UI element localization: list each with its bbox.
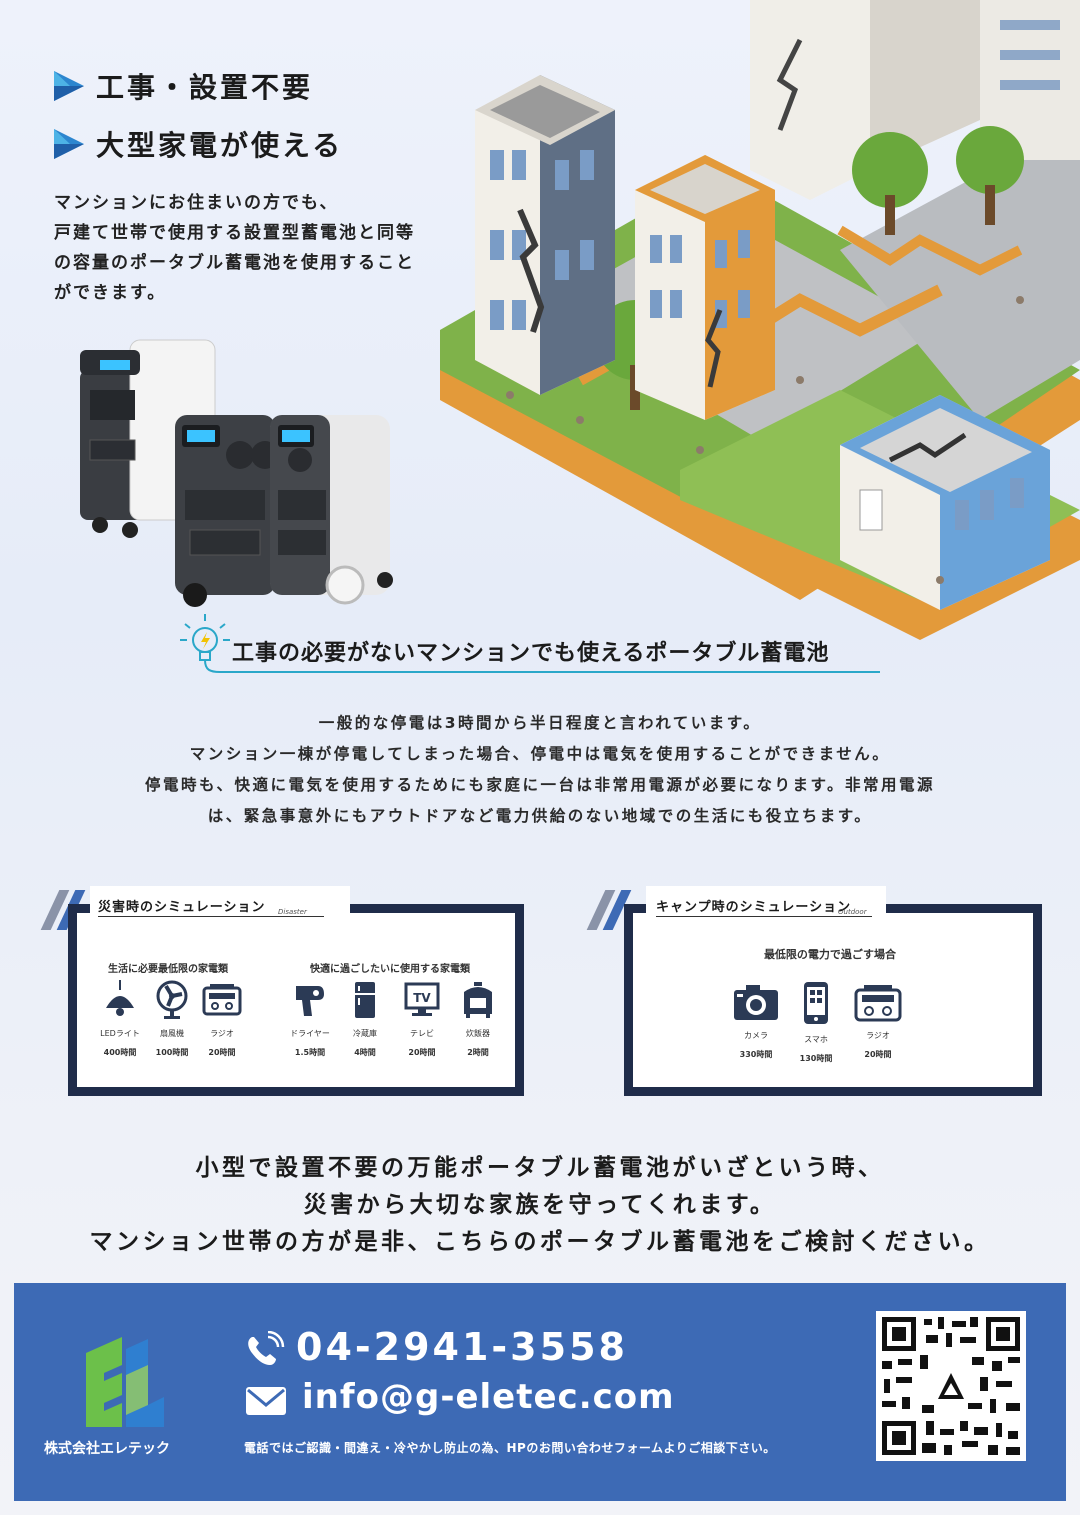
smartphone-icon [804,982,828,1024]
body-line: 停電時も、快適に電気を使用するためにも家庭に一台は非常用電源が必要になります。非… [145,776,935,794]
appliance-hours: 2時間 [467,1048,489,1057]
appliance-hours: 4時間 [354,1048,376,1057]
appliance-camera: カメラ 330時間 [726,982,786,1060]
intro-line: 戸建て世帯で使用する設置型蓄電池と同等 [54,223,415,243]
qr-code[interactable] [876,1311,1026,1461]
earthquake-city-illustration [440,0,1080,640]
arrow-bullet-icon [54,71,84,101]
appliance-fridge: 冷蔵庫 4時間 [335,980,395,1058]
appliance-hours: 400時間 [103,1048,137,1057]
appliance-label: ラジオ [210,1029,234,1038]
mail-icon [246,1387,286,1415]
closing-line: 小型で設置不要の万能ポータブル蓄電池がいざという時、 [195,1155,885,1181]
appliance-hours: 1.5時間 [294,1048,326,1057]
disaster-simulation-title: 災害時のシミュレーション [98,900,266,915]
intro-line: の容量のポータブル蓄電池を使用すること [54,253,415,273]
appliance-label: 炊飯器 [466,1029,490,1038]
appliance-smartphone: スマホ 130時間 [786,982,846,1064]
phone-number[interactable]: 04-2941-3558 [296,1325,628,1369]
body-line: は、緊急事意外にもアウトドアなど電力供給のない地域での生活にも役立ちます。 [207,807,873,825]
appliance-rice-cooker: 炊飯器 2時間 [448,980,508,1058]
svg-text:TV: TV [413,991,431,1005]
camp-simulation-panel: キャンプ時のシミュレーション Outdoor 最低限の電力で過ごす場合 カメラ … [586,880,1050,1100]
appliance-hair-dryer: ドライヤー 1.5時間 [280,980,340,1058]
camp-simulation-tab: キャンプ時のシミュレーション [646,886,886,920]
group-title-camp: 最低限の電力で過ごす場合 [763,948,897,961]
disaster-simulation-tab: 災害時のシミュレーション [90,886,350,920]
headline-text: 大型家電が使える [96,129,344,162]
appliance-hours: 130時間 [799,1054,833,1063]
closing-message: 小型で設置不要の万能ポータブル蓄電池がいざという時、 災害から大切な家族を守って… [40,1150,1040,1261]
portable-battery-image [80,339,393,607]
appliance-hours: 20時間 [864,1050,892,1059]
lamp-icon [106,980,134,1016]
arrow-bullet-icon [54,129,84,159]
footer: 株式会社エレテック 04-2941-3558 info@g-eletec.com… [14,1283,1066,1501]
appliance-fan: 扇風機 100時間 [142,980,202,1058]
appliance-hours: 330時間 [739,1050,773,1059]
banner-decoration [180,614,880,673]
fan-icon [156,980,188,1019]
appliance-label: LEDライト [100,1029,140,1038]
camp-simulation-subtitle: Outdoor [838,908,867,916]
camera-icon [734,985,778,1020]
intro-paragraph: マンションにお住まいの方でも、 戸建て世帯で使用する設置型蓄電池と同等 の容量の… [54,188,474,308]
footer-note: 電話ではご認識・間違え・冷やかし防止の為、HPのお問い合わせフォームよりご相談下… [244,1441,776,1455]
banner-title: 工事の必要がないマンションでも使えるポータブル蓄電池 [232,641,830,666]
appliance-hours: 20時間 [208,1048,236,1057]
group-title-minimum: 生活に必要最低限の家電類 [108,964,228,975]
rice-cooker-icon [464,982,492,1018]
radio-icon [854,985,902,1022]
appliance-radio: ラジオ 20時間 [192,980,252,1058]
appliance-label: スマホ [804,1035,828,1044]
company-logo [86,1337,164,1427]
disaster-simulation-subtitle: Disaster [278,908,307,916]
hair-dryer-icon [296,986,324,1016]
appliance-label: ドライヤー [290,1029,330,1038]
camp-simulation-title: キャンプ時のシミュレーション [656,900,852,915]
tv-icon: TV [404,982,440,1016]
headline-large-appliances: 大型家電が使える [52,124,343,164]
appliance-hours: 100時間 [155,1048,189,1057]
body-line: マンション一棟が停電してしまった場合、停電中は電気を使用することができません。 [189,745,891,763]
headline-no-installation: 工事・設置不要 [52,66,313,106]
appliance-radio-camp: ラジオ 20時間 [848,982,908,1060]
body-paragraph: 一般的な停電は3時間から半日程度と言われています。 マンション一棟が停電してしま… [40,708,1040,832]
appliance-label: テレビ [410,1029,434,1038]
company-name: 株式会社エレテック [44,1441,170,1457]
appliance-led-light: LEDライト 400時間 [90,980,150,1058]
intro-line: ができます。 [54,283,167,303]
fridge-icon [355,982,375,1018]
group-title-comfort: 快適に過ごしたいに使用する家電類 [310,964,470,975]
appliance-label: カメラ [744,1031,768,1040]
phone-icon [248,1331,285,1365]
radio-icon [202,984,242,1016]
appliance-tv: TV テレビ 20時間 [392,980,452,1058]
intro-line: マンションにお住まいの方でも、 [54,193,339,213]
appliance-label: 冷蔵庫 [353,1029,377,1038]
appliance-hours: 20時間 [408,1048,436,1057]
appliance-label: ラジオ [866,1031,890,1040]
email-address[interactable]: info@g-eletec.com [302,1377,675,1417]
headline-text: 工事・設置不要 [96,71,314,104]
closing-line: 災害から大切な家族を守ってくれます。 [303,1192,777,1218]
disaster-simulation-panel: 災害時のシミュレーション Disaster 生活に必要最低限の家電類 快適に過ご… [30,880,530,1100]
closing-line: マンション世帯の方が是非、こちらのポータブル蓄電池をご検討ください。 [89,1229,991,1255]
body-line: 一般的な停電は3時間から半日程度と言われています。 [318,714,762,732]
camp-simulation-box [624,904,1042,1096]
appliance-label: 扇風機 [160,1029,184,1038]
